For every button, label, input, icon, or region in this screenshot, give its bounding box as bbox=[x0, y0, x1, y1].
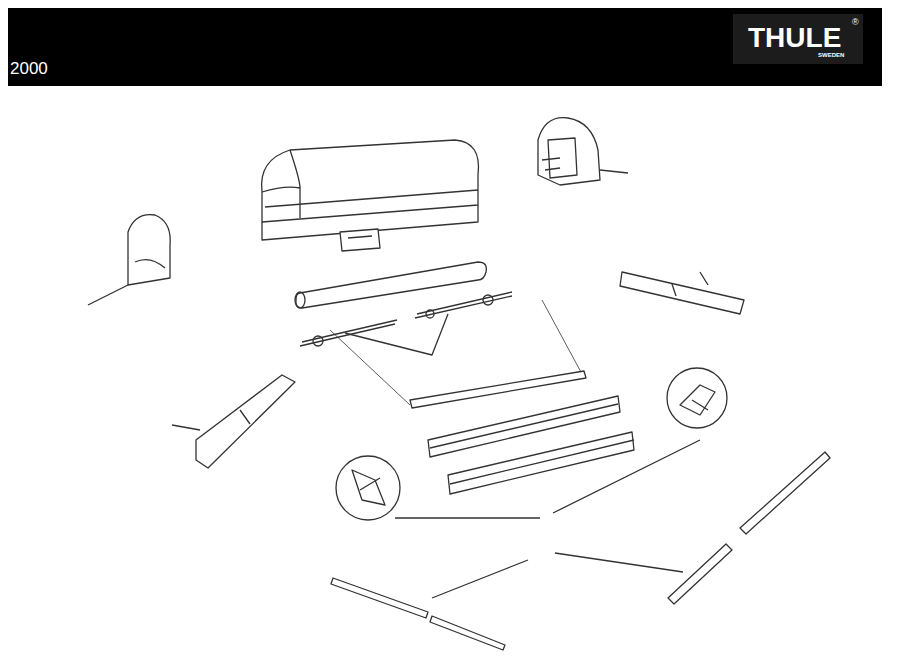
registered-mark: ® bbox=[852, 18, 859, 27]
model-number: 2000 bbox=[10, 60, 48, 77]
brand-logo: THULE bbox=[748, 24, 841, 52]
brand-country: SWEDEN bbox=[818, 52, 844, 58]
header-bar bbox=[8, 8, 882, 86]
logo-box bbox=[733, 14, 863, 64]
parts-drawing bbox=[88, 118, 830, 650]
